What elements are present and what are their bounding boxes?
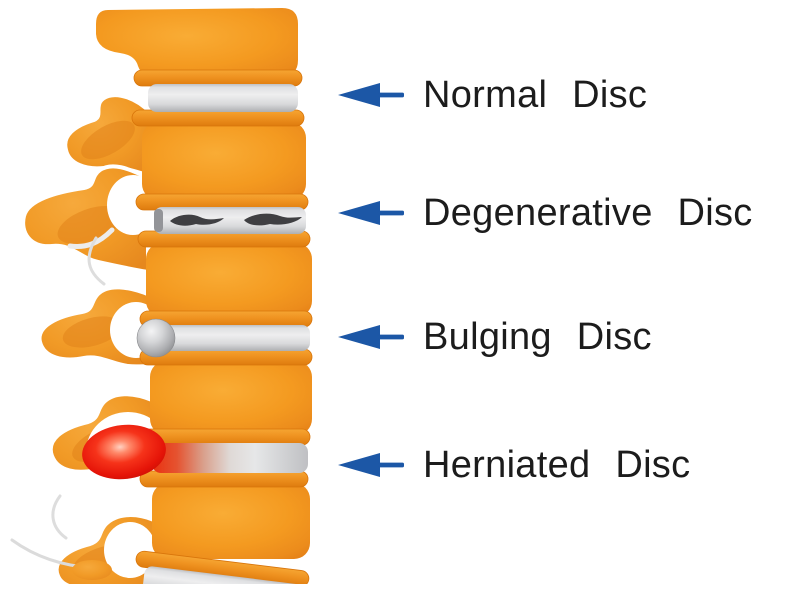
disc-label: Bulging Disc	[423, 316, 652, 358]
vertebra-body	[150, 361, 312, 435]
herniated-disc	[82, 424, 308, 480]
arrow-left-icon	[338, 325, 404, 349]
arrow-left-icon	[338, 453, 404, 477]
vertebra-body	[142, 122, 306, 200]
hernia-bulb	[82, 424, 166, 480]
label-row-degenerative-disc: Degenerative Disc	[336, 191, 753, 235]
endplate-rim	[133, 69, 303, 87]
vertebra-body	[96, 8, 298, 78]
label-row-normal-disc: Normal Disc	[336, 73, 647, 117]
label-row-herniated-disc: Herniated Disc	[336, 443, 690, 487]
degenerative-disc	[154, 207, 306, 234]
vertebra-body	[146, 243, 312, 317]
arrow-left-icon	[338, 201, 404, 225]
vertebra-body	[152, 483, 310, 559]
disc-crack	[170, 214, 224, 226]
arrow-left-icon	[338, 83, 404, 107]
normal-disc	[148, 84, 298, 112]
disc-label: Herniated Disc	[423, 444, 691, 486]
bottom-bone-fragment	[72, 560, 112, 580]
vertebral-bodies	[96, 8, 312, 559]
endplate-rim	[139, 470, 309, 488]
disc-label: Degenerative Disc	[423, 192, 753, 234]
endplate-rim	[131, 109, 305, 127]
disc-label: Normal Disc	[423, 74, 648, 116]
bulge-ball	[136, 318, 176, 358]
bottom-crop	[0, 584, 800, 600]
endplate-rim	[141, 428, 311, 446]
disc-crack	[244, 213, 302, 226]
separation-lines	[10, 227, 115, 570]
bulging-disc	[136, 318, 310, 358]
endplate-rims	[131, 69, 313, 488]
label-row-bulging-disc: Bulging Disc	[336, 315, 652, 359]
